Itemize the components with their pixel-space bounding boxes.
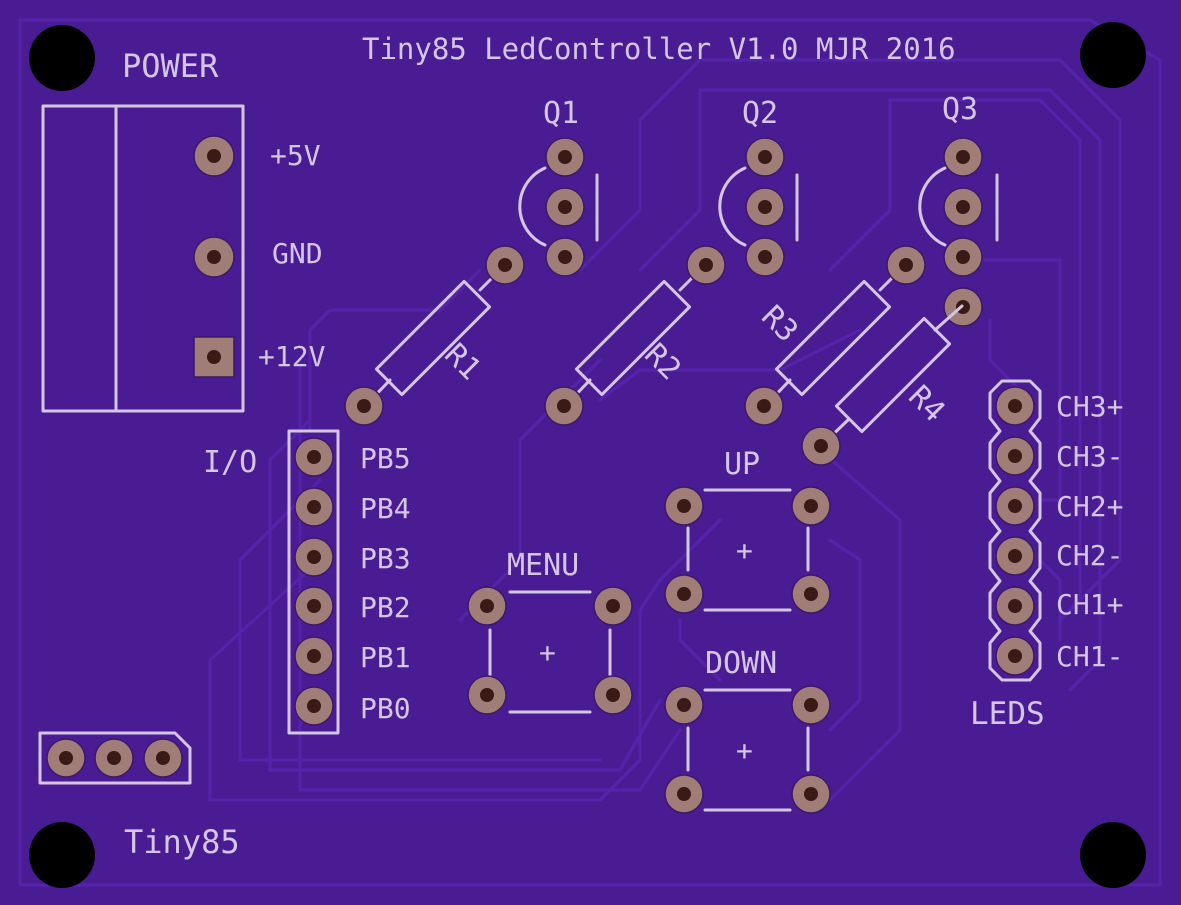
tiny85-header-outline: [38, 731, 192, 785]
down-button-label: DOWN: [705, 646, 777, 681]
menu-button-label: MENU: [507, 548, 579, 583]
io-header-outline: [287, 429, 340, 735]
transistor-label: Q2: [742, 96, 778, 131]
power-label: POWER: [122, 47, 219, 85]
leds-pin-label: CH2-: [1056, 539, 1123, 572]
io-pin-label: PB5: [360, 442, 411, 475]
power-pin-label: +12V: [258, 340, 326, 373]
io-pin-label: PB1: [360, 641, 411, 674]
menu-button: MENU +: [467, 548, 633, 715]
power-pin-label: GND: [272, 237, 323, 270]
mounting-hole: [1080, 22, 1146, 88]
up-button-label: UP: [724, 447, 760, 482]
leds-label: LEDS: [970, 696, 1045, 732]
board-outline: [18, 18, 1162, 887]
transistor-label: Q1: [543, 96, 579, 131]
io-label: I/O: [203, 445, 257, 480]
leds-pin-label: CH1-: [1056, 640, 1123, 673]
board-title: Tiny85 LedController V1.0 MJR 2016: [362, 32, 956, 66]
down-button: DOWN +: [664, 646, 831, 814]
transistor-q1: Q1: [518, 96, 599, 277]
transistor-label: Q3: [942, 92, 978, 127]
leds-pin-label: CH1+: [1056, 588, 1123, 621]
transistor-q2: Q2: [718, 96, 799, 277]
leds-header: CH3+ CH3- CH2+ CH2- CH1+ CH1- LEDS: [970, 379, 1123, 732]
io-pin-label: PB0: [360, 692, 411, 725]
down-button-symbol: +: [736, 734, 753, 767]
mounting-hole: [1080, 822, 1146, 888]
mounting-hole: [29, 822, 95, 888]
io-header: I/O PB5 PB4 PB3 PB2 PB1 PB0: [203, 429, 411, 735]
leds-pin-label: CH3+: [1056, 390, 1123, 423]
power-terminal-outline: [41, 104, 245, 413]
io-pin-label: PB2: [360, 591, 411, 624]
copper-traces: [208, 58, 1122, 802]
mounting-hole: [29, 25, 95, 91]
io-pin-label: PB4: [360, 492, 411, 525]
menu-button-symbol: +: [539, 636, 556, 669]
up-button-symbol: +: [736, 534, 753, 567]
tiny85-label: Tiny85: [124, 823, 240, 861]
leds-pin-label: CH2+: [1056, 490, 1123, 523]
leds-header-outline: [988, 379, 1042, 682]
leds-pin-label: CH3-: [1056, 440, 1123, 473]
up-button: UP +: [664, 447, 831, 614]
mounting-holes: [29, 22, 1146, 888]
power-connector: POWER +5V GND +12V: [41, 47, 326, 413]
power-pin-label: +5V: [270, 139, 321, 172]
io-pin-label: PB3: [360, 542, 411, 575]
tiny85-header: Tiny85: [38, 731, 240, 861]
